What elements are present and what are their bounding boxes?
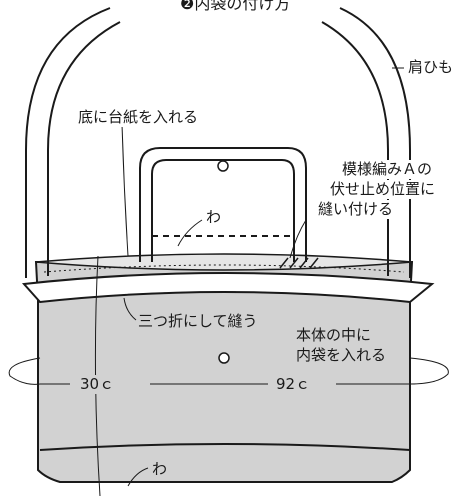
seam-dotted-line	[43, 264, 405, 273]
button-hole-top	[217, 160, 229, 172]
shoulder-strap-label: 肩ひも	[408, 58, 454, 77]
pattern-a-label-line-1: 模様編みＡの	[342, 160, 433, 179]
tri-fold-stitch-line	[39, 291, 411, 303]
pattern-a-stitch-marks	[279, 257, 319, 269]
circumference-dimension-label: 92ｃ	[276, 375, 311, 394]
button-hole-center	[218, 352, 230, 364]
fold-mark-top: わ	[206, 208, 222, 226]
inner-bag-label-line-1: 本体の中に	[296, 326, 372, 345]
bottom-board	[139, 147, 307, 262]
leader-lines	[121, 67, 404, 487]
diagram-title: ❷内袋の付け方	[180, 0, 291, 13]
tri-fold-label: 三つ折にして縫う	[138, 312, 258, 331]
pattern-a-label-line-3: 縫い付ける	[318, 200, 394, 219]
bottom-band-line	[39, 443, 411, 451]
bottom-board-label: 底に台紙を入れる	[78, 108, 199, 127]
pattern-a-label-line-2: 伏せ止め位置に	[330, 180, 436, 199]
shoulder-strap	[25, 7, 411, 278]
inner-bag-label-line-2: 内袋を入れる	[296, 346, 387, 365]
fold-mark-bottom: わ	[152, 460, 168, 478]
width-dimension-label: 30ｃ	[80, 375, 115, 394]
circumference-ellipse	[8, 357, 449, 385]
width-dimension-line	[94, 255, 101, 496]
